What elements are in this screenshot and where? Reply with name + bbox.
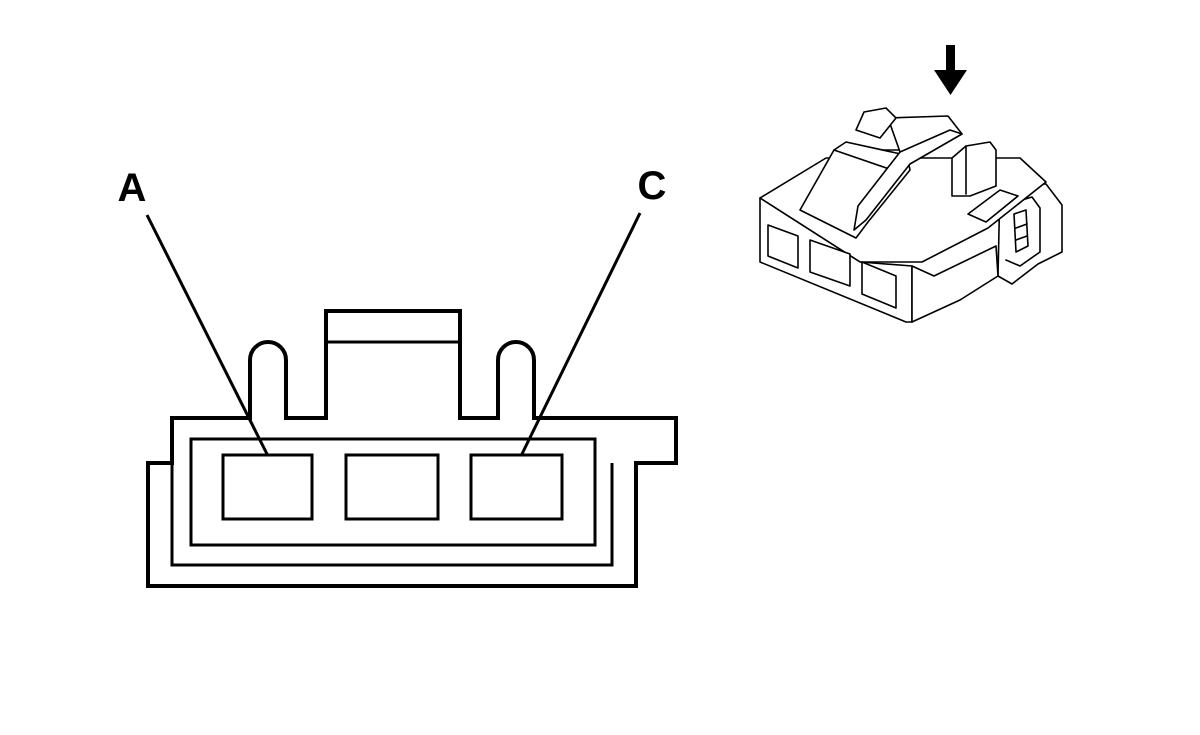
iso-cavity-a bbox=[767, 224, 799, 269]
terminal-cavity-b bbox=[344, 453, 440, 521]
terminal-cavity-a bbox=[221, 453, 314, 521]
housing-front-step bbox=[911, 245, 999, 323]
iso-cavity-b bbox=[809, 239, 851, 287]
connector-isometric-view bbox=[759, 45, 1063, 323]
cavity-frame bbox=[189, 437, 597, 547]
leader-line-a bbox=[145, 214, 270, 457]
side-latch-frame bbox=[1004, 196, 1041, 267]
housing-inner-step bbox=[170, 463, 614, 567]
top-post bbox=[951, 141, 997, 197]
top-latch-rear-lug bbox=[855, 107, 897, 139]
connector-face-view: A C bbox=[118, 164, 678, 588]
housing-outline bbox=[146, 309, 678, 588]
arrow-down-icon bbox=[934, 45, 967, 95]
leader-line-c bbox=[519, 212, 642, 457]
side-latch-rib-2 bbox=[1015, 235, 1028, 241]
side-latch-window bbox=[1013, 209, 1029, 253]
housing-right-face bbox=[997, 183, 1063, 285]
top-latch-lever-edge bbox=[899, 129, 963, 153]
pin-label-a: A bbox=[118, 166, 147, 210]
right-top-ridge bbox=[967, 189, 1019, 223]
pin-label-c: C bbox=[638, 164, 667, 208]
terminal-cavity-c bbox=[469, 453, 564, 521]
side-latch-rib-1 bbox=[1015, 223, 1028, 229]
top-latch-lever bbox=[853, 115, 963, 231]
iso-cavity-c bbox=[861, 261, 897, 309]
